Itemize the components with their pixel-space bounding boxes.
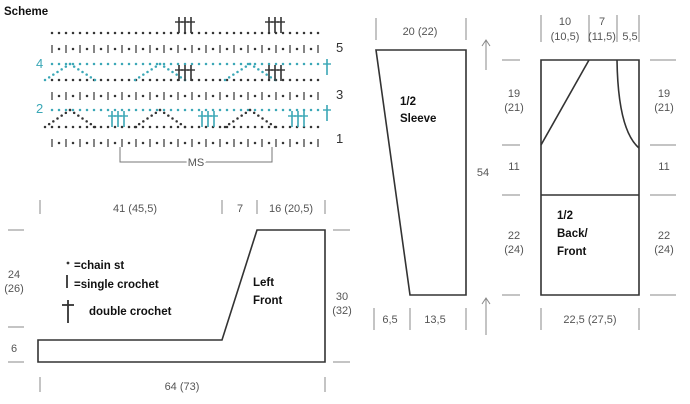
ms-repeat-label: MS [188, 157, 205, 169]
back-front-right-height-1: 19 [658, 88, 670, 100]
back-front-right-height-2: 11 [658, 161, 669, 173]
back-front-right-height-1b: (21) [654, 102, 674, 114]
back-front-label-2: Back/ [557, 228, 588, 240]
back-front-left-height-2: 11 [508, 161, 519, 173]
left-front-bottom-width: 64 (73) [165, 381, 200, 393]
scheme-title: Scheme [4, 6, 48, 18]
sleeve-bottom-width-1: 6,5 [382, 314, 397, 326]
sleeve-top-width: 20 (22) [403, 26, 438, 38]
back-front-top-width-2: 7 [599, 16, 605, 28]
row-number-4: 4 [36, 56, 43, 71]
sleeve-length: 54 [477, 167, 489, 179]
left-front-width-3: 16 (20,5) [269, 203, 313, 215]
sleeve-length-arrow-top [481, 39, 491, 70]
left-front-label-1: Left [253, 277, 274, 289]
back-front-top-width-1: 10 [559, 16, 571, 28]
ms-repeat-bracket [119, 147, 273, 163]
back-front-left-height-3: 22 [508, 230, 520, 242]
back-front-outline [540, 59, 640, 296]
back-front-top-width-2b: (11,5) [588, 31, 616, 43]
left-front-right-height-1: 30 [336, 291, 348, 303]
legend-single: =single crochet [74, 279, 159, 291]
left-front-height-2: (26) [4, 283, 24, 295]
sleeve-label-1: 1/2 [400, 96, 416, 108]
left-front-right-height-2: (32) [332, 305, 352, 317]
double-crochet-symbol [62, 300, 74, 323]
back-front-right-height-3b: (24) [654, 244, 674, 256]
sleeve-length-arrow-bottom [481, 297, 491, 335]
crochet-chart [43, 17, 331, 147]
sleeve-outline [375, 49, 467, 296]
legend-chain: =chain st [74, 260, 124, 272]
armhole-curve [616, 59, 640, 149]
back-front-left-height-3b: (24) [504, 244, 524, 256]
back-front-right-height-3: 22 [658, 230, 670, 242]
left-front-width-2: 7 [237, 203, 243, 215]
row-number-1: 1 [336, 131, 343, 146]
left-front-label-2: Front [253, 295, 283, 307]
back-front-label-1: 1/2 [557, 210, 573, 222]
row-number-3: 3 [336, 87, 343, 102]
back-front-left-height-1: 19 [508, 88, 520, 100]
back-front-label-3: Front [557, 246, 587, 258]
back-front-left-height-1b: (21) [504, 102, 524, 114]
front-neckline [540, 59, 590, 146]
back-front-top-width-3: 5,5 [622, 31, 637, 43]
left-front-height-1: 24 [8, 269, 20, 281]
chain-stitch-symbol [66, 261, 70, 265]
left-front-outline [37, 229, 326, 363]
sleeve-label-2: Sleeve [400, 113, 436, 125]
row-number-5: 5 [336, 40, 343, 55]
back-front-bottom-width: 22,5 (27,5) [563, 314, 616, 326]
left-front-bottom-height: 6 [11, 343, 17, 355]
sleeve-bottom-width-2: 13,5 [424, 314, 445, 326]
legend-double: double crochet [89, 306, 172, 318]
left-front-width-1: 41 (45,5) [113, 203, 157, 215]
back-front-top-width-1b: (10,5) [551, 31, 580, 43]
row-number-2: 2 [36, 101, 43, 116]
